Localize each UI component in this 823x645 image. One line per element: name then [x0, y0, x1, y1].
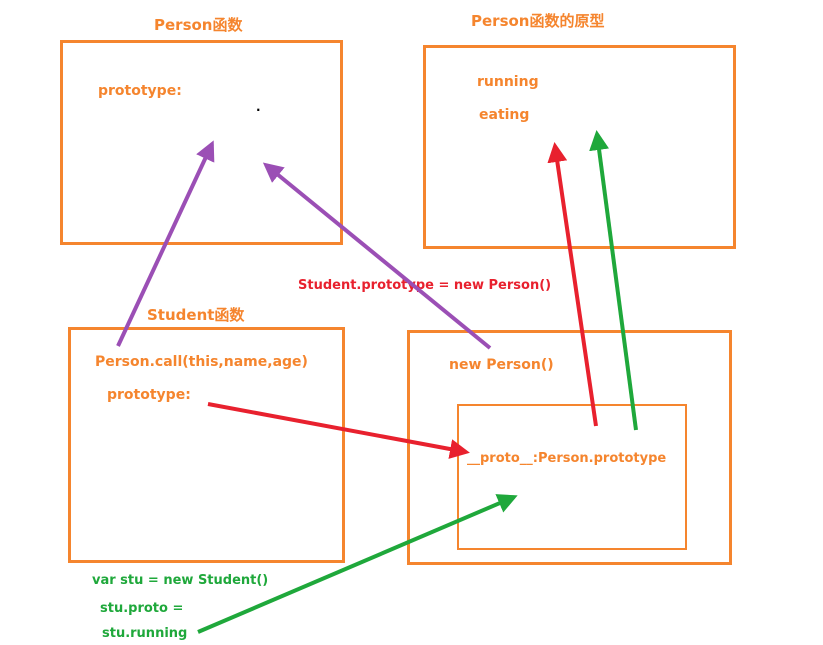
title-student-function: Student函数	[147, 306, 245, 324]
student-prototype-assignment: Student.prototype = new Person()	[298, 278, 552, 293]
code-line-stu-proto: stu.proto =	[100, 601, 184, 616]
new-person-inner-box	[457, 404, 687, 550]
person-prototype-dot: ·	[256, 103, 261, 117]
code-line-new-student: var stu = new Student()	[92, 573, 269, 588]
proto-running-label: running	[477, 74, 539, 90]
title-person-prototype: Person函数的原型	[471, 12, 605, 30]
person-prototype-label: prototype:	[98, 83, 182, 99]
student-call-line: Person.call(this,name,age)	[95, 354, 308, 370]
title-person-function: Person函数	[154, 16, 243, 34]
person-function-box	[60, 40, 343, 245]
person-prototype-box	[423, 45, 736, 249]
new-person-title: new Person()	[449, 357, 554, 373]
proto-eating-label: eating	[479, 107, 530, 123]
code-line-stu-running: stu.running	[102, 626, 188, 641]
proto-link-label: __proto__:Person.prototype	[467, 451, 667, 466]
student-prototype-label: prototype:	[107, 387, 191, 403]
